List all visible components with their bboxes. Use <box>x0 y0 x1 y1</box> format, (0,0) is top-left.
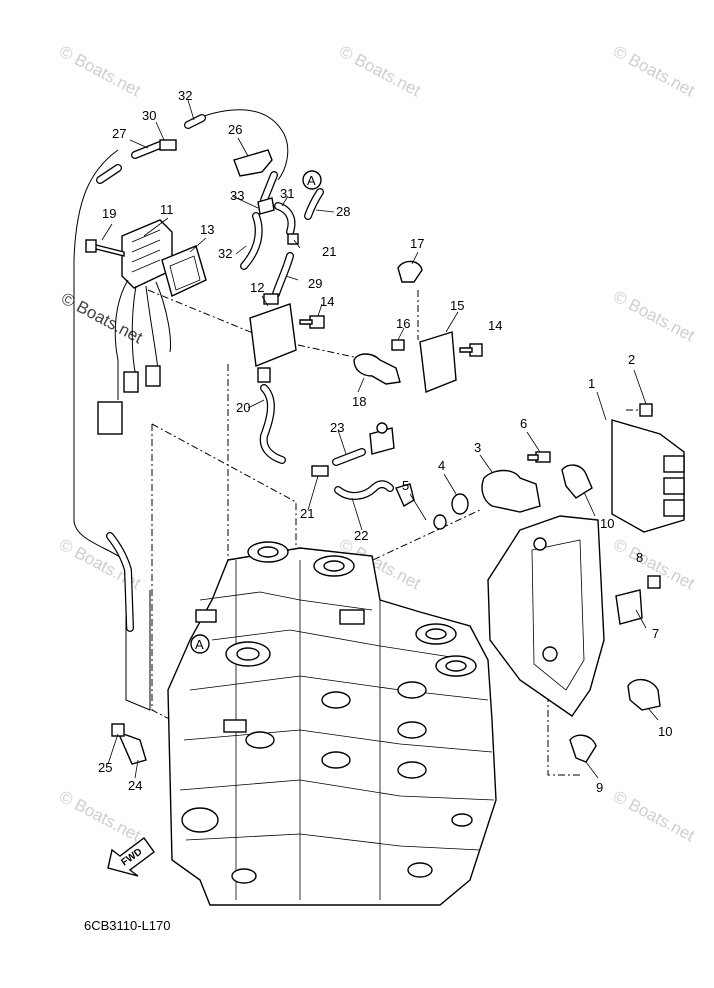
watermark: © Boats.net <box>610 787 698 846</box>
watermark: © Boats.net <box>56 787 144 846</box>
callout-2: 2 <box>628 352 635 367</box>
callout-20: 20 <box>236 400 250 415</box>
callouts: 1 2 3 4 5 6 7 8 9 10 10 11 12 13 14 14 1… <box>98 88 672 795</box>
callout-7: 7 <box>652 626 659 641</box>
callout-1: 1 <box>588 376 595 391</box>
callout-11: 11 <box>160 202 174 217</box>
callout-21-b: 21 <box>300 506 314 521</box>
fwd-arrow: FWD <box>107 837 155 877</box>
hoses <box>96 114 394 632</box>
callout-22: 22 <box>354 528 368 543</box>
callout-29: 29 <box>308 276 322 291</box>
callout-33: 33 <box>230 188 244 203</box>
leader-lines <box>101 99 659 779</box>
callout-21: 21 <box>322 244 336 259</box>
callout-5: 5 <box>402 478 409 493</box>
diagram-code: 6CB3110-L170 <box>84 918 171 933</box>
callout-8: 8 <box>636 550 643 565</box>
callout-10-b: 10 <box>658 724 672 739</box>
callout-6: 6 <box>520 416 527 431</box>
callout-32-b: 32 <box>218 246 232 261</box>
callout-10: 10 <box>600 516 614 531</box>
watermark: © Boats.net <box>610 287 698 346</box>
callout-13: 13 <box>200 222 214 237</box>
callout-16: 16 <box>396 316 410 331</box>
ref-marker-a: A <box>195 637 204 652</box>
parts: FWD A A <box>85 139 685 877</box>
callout-31: 31 <box>280 186 294 201</box>
callout-4: 4 <box>438 458 445 473</box>
callout-26: 26 <box>228 122 242 137</box>
callout-24: 24 <box>128 778 142 793</box>
callout-3: 3 <box>474 440 481 455</box>
watermark: © Boats.net <box>610 42 698 101</box>
watermark: © Boats.net <box>56 42 144 101</box>
callout-23: 23 <box>330 420 344 435</box>
engine-block <box>167 541 497 906</box>
callout-18: 18 <box>352 394 366 409</box>
callout-17: 17 <box>410 236 424 251</box>
callout-12: 12 <box>250 280 264 295</box>
callout-27: 27 <box>112 126 126 141</box>
callout-14: 14 <box>320 294 334 309</box>
callout-30: 30 <box>142 108 156 123</box>
callout-28: 28 <box>336 204 350 219</box>
callout-14-b: 14 <box>488 318 502 333</box>
callout-32: 32 <box>178 88 192 103</box>
callout-19: 19 <box>102 206 116 221</box>
callout-9: 9 <box>596 780 603 795</box>
callout-25: 25 <box>98 760 112 775</box>
callout-15: 15 <box>450 298 464 313</box>
watermark: © Boats.net <box>336 42 424 101</box>
ref-marker-a: A <box>307 173 316 188</box>
